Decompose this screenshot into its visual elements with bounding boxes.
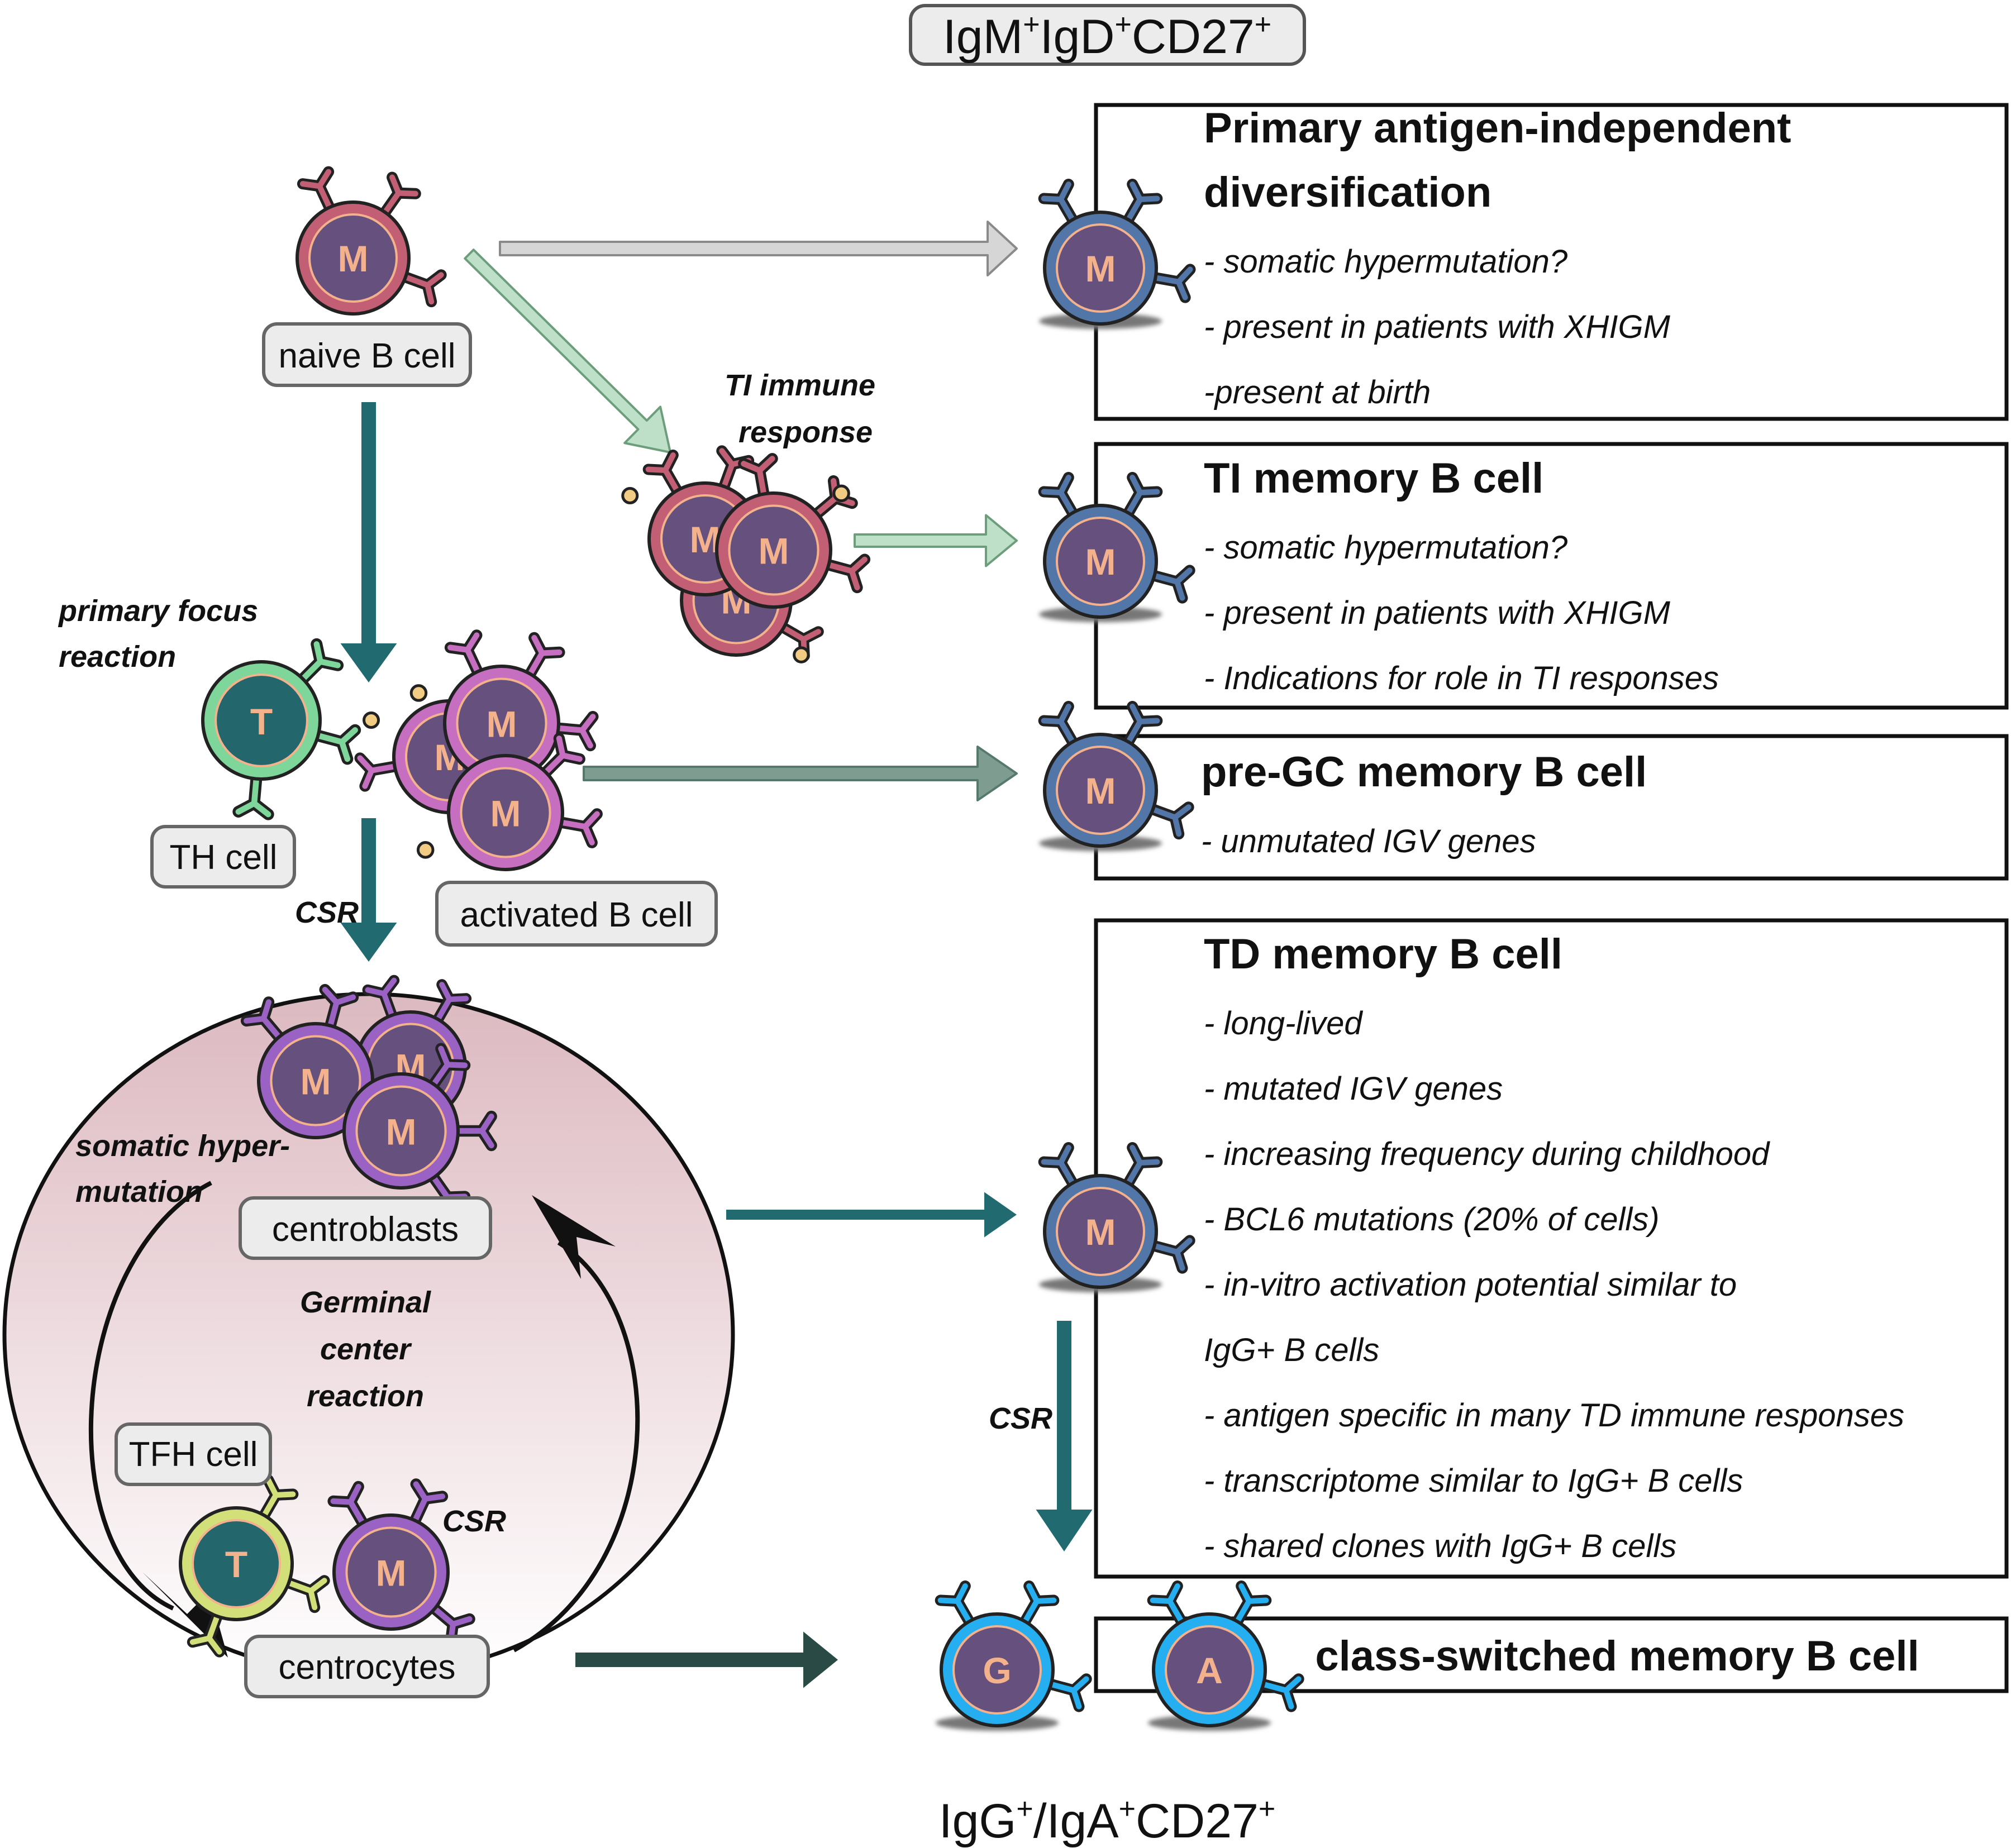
svg-text:- unmutated IGV genes: - unmutated IGV genes	[1201, 823, 1536, 859]
td-memory-item: - antigen specific in many TD immune res…	[1204, 1397, 1904, 1434]
cells-front: M M M M G A	[935, 178, 1304, 1731]
iga-b-cell: A	[1147, 1580, 1304, 1731]
arrow-naive-to-ti-response	[464, 249, 671, 453]
svg-text:centrocytes: centrocytes	[278, 1648, 455, 1687]
caption-th-cell: TH cell	[150, 825, 296, 889]
gc-b-cell-csr: M	[327, 1478, 475, 1648]
td-memory-item: - BCL6 mutations (20% of cells)	[1204, 1201, 1660, 1238]
svg-text:- Indications for role in TI r: - Indications for role in TI responses	[1204, 660, 1719, 696]
marker-top: IgM+IgD+CD27+	[909, 4, 1306, 66]
cell-letter: M	[376, 1552, 407, 1593]
arrow-naive-to-activated	[340, 402, 397, 682]
cell-letter: M	[1085, 770, 1116, 811]
cell-letter: T	[250, 701, 273, 742]
box-primary-diversification: Primary antigen-independent diversificat…	[1094, 103, 2009, 421]
td-memory-item: - in-vitro activation potential similar …	[1204, 1267, 1737, 1303]
arrow-activated-to-pre-gc	[583, 746, 1018, 801]
cell-letter: M	[1085, 541, 1116, 582]
box-td-memory: TD memory B cell - long-lived - mutated I…	[1094, 918, 2009, 1579]
svg-text:TFH cell: TFH cell	[129, 1435, 258, 1474]
cell-letter: M	[759, 530, 789, 571]
svg-text:TI memory B cell: TI memory B cell	[1204, 455, 1543, 502]
svg-text:class-switched memory B cell: class-switched memory B cell	[1315, 1632, 1919, 1680]
th-cell: T	[201, 638, 361, 820]
arrow-activated-to-gc	[340, 818, 397, 962]
annotation-csr-left: CSR	[295, 896, 359, 929]
svg-text:IgG+/IgA+CD27+: IgG+/IgA+CD27+	[939, 1793, 1276, 1848]
td-memory-item: - transcriptome similar to IgG+ B cells	[1204, 1463, 1743, 1499]
cell-letter: A	[1196, 1650, 1223, 1691]
arrow-gc-to-class-switched	[575, 1631, 838, 1688]
gc-cycle-arrow-right	[513, 1240, 640, 1653]
arrow-td-to-class-switched	[1036, 1321, 1093, 1551]
activated-b-cell-front: M	[416, 733, 603, 871]
td-memory-item: - increasing frequency during childhood	[1204, 1136, 1770, 1172]
cell-letter: M	[1085, 248, 1116, 289]
memory-b-cell-td: M	[1038, 1142, 1195, 1292]
svg-text:- somatic hypermutation?: - somatic hypermutation?	[1204, 529, 1568, 566]
arrow-gc-to-td-memory	[726, 1192, 1017, 1238]
cell-letter: M	[1085, 1211, 1116, 1253]
tfh-cell: T	[179, 1474, 330, 1658]
td-memory-item: - shared clones with IgG+ B cells	[1204, 1528, 1676, 1564]
activated-b-cell-top: M	[409, 629, 599, 782]
svg-text:- present in patients with XHI: - present in patients with XHIGM	[1204, 309, 1671, 345]
gc-cycle-arrowhead-right	[532, 1195, 616, 1279]
arrow-naive-to-primary	[499, 221, 1018, 276]
igg-b-cell: G	[935, 1580, 1092, 1731]
svg-text:diversification: diversification	[1204, 169, 1491, 216]
annotation-csr-gc: CSR	[442, 1505, 506, 1538]
annotation-csr-right: CSR	[989, 1402, 1052, 1435]
naive-b-cell: M	[296, 166, 447, 316]
svg-text:activated B cell: activated B cell	[460, 896, 693, 934]
td-memory-item: - long-lived	[1204, 1005, 1363, 1042]
svg-text:IgM+IgD+CD27+: IgM+IgD+CD27+	[943, 8, 1271, 64]
ti-response-cell-right: M	[715, 453, 871, 609]
cell-letter: M	[338, 238, 369, 279]
svg-text:centroblasts: centroblasts	[272, 1210, 459, 1249]
arrows	[88, 221, 1093, 1688]
svg-text:TH cell: TH cell	[170, 838, 278, 877]
marker-bottom: IgG+/IgA+CD27+	[939, 1793, 1276, 1848]
td-memory-item: IgG+ B cells	[1204, 1332, 1379, 1368]
cell-letter: G	[983, 1650, 1011, 1691]
arrow-ti-to-ti-memory	[854, 514, 1018, 567]
gc-cycle-arrow-left	[88, 1181, 212, 1611]
svg-text:- present in patients with XHI: - present in patients with XHIGM	[1204, 595, 1671, 631]
cell-letter: M	[386, 1111, 417, 1152]
box-pre-gc-memory: pre-GC memory B cell - unmutated IGV gen…	[1094, 734, 2009, 881]
memory-b-cell-ti: M	[1038, 471, 1195, 622]
svg-text:-present at birth: -present at birth	[1204, 374, 1431, 410]
td-memory-item: - mutated IGV genes	[1204, 1071, 1503, 1107]
caption-centrocytes: centrocytes	[244, 1635, 490, 1698]
memory-b-cell-pre-gc: M	[1038, 700, 1194, 851]
svg-text:naive B cell: naive B cell	[278, 337, 455, 375]
svg-text:Primary antigen-independent: Primary antigen-independent	[1204, 104, 1791, 152]
caption-centroblasts: centroblasts	[239, 1196, 492, 1260]
cell-letter: M	[487, 703, 517, 744]
cell-letter: T	[225, 1544, 247, 1585]
memory-b-cell-primary: M	[1038, 178, 1196, 329]
svg-text:- somatic hypermutation?: - somatic hypermutation?	[1204, 243, 1568, 280]
svg-text:pre-GC memory B cell: pre-GC memory B cell	[1201, 748, 1647, 796]
annotation-somatic-hypermutation: somatic hyper-mutation	[75, 1129, 290, 1209]
caption-activated-b-cell: activated B cell	[435, 881, 718, 947]
caption-naive-b-cell: naive B cell	[262, 322, 472, 387]
caption-tfh-cell: TFH cell	[115, 1422, 272, 1486]
cell-letter: M	[301, 1061, 331, 1102]
cell-letter: M	[490, 792, 521, 834]
svg-text:TD memory B cell: TD memory B cell	[1204, 930, 1562, 978]
box-ti-memory: TI memory B cell - somatic hypermutation…	[1094, 442, 2009, 710]
